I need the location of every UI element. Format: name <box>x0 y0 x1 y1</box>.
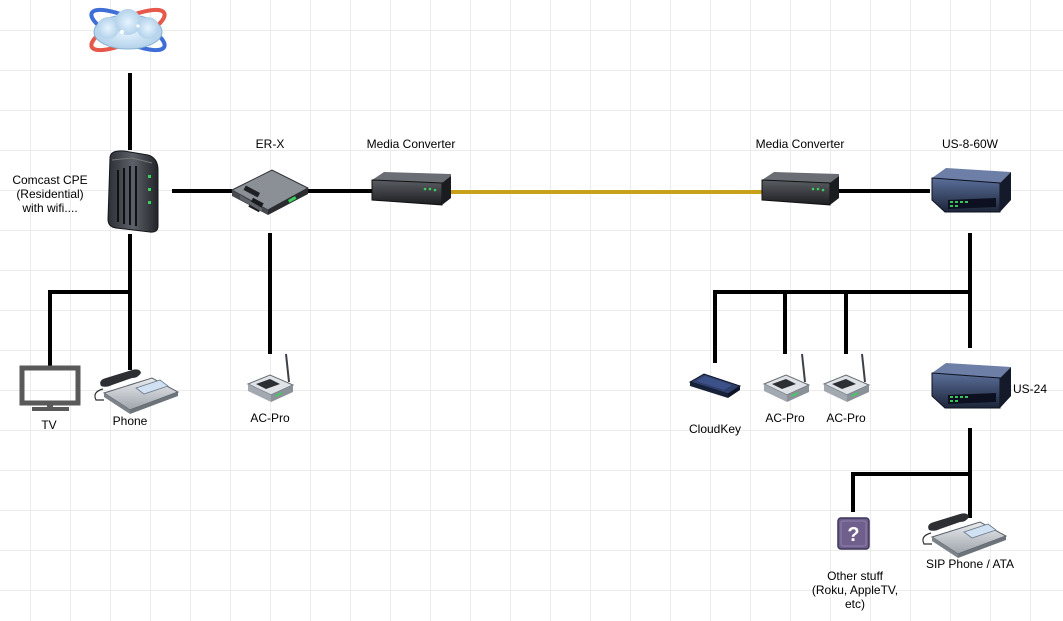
label-us-8-60w: US-8-60W <box>941 137 999 151</box>
phone-icon <box>94 369 180 414</box>
label-media-converter-left: Media Converter <box>366 137 456 151</box>
switch-icon <box>931 168 1011 213</box>
label-ac-pro-right: AC-Pro <box>826 411 866 425</box>
label-comcast-cpe-line2: (Residential) <box>16 187 84 201</box>
label-other-stuff-line1: Other stuff <box>827 569 883 583</box>
links <box>48 73 972 518</box>
cloudkey-icon <box>688 373 742 398</box>
tv-icon <box>19 365 81 411</box>
access-point-icon <box>246 353 295 402</box>
label-comcast-cpe-line3: with wifi.... <box>22 201 78 215</box>
phone-icon <box>922 513 1008 558</box>
label-other-stuff: Other stuff (Roku, AppleTV, etc) <box>800 569 910 611</box>
label-tv: TV <box>41 418 57 432</box>
access-point-icon <box>822 353 871 402</box>
label-er-x: ER-X <box>255 137 285 151</box>
label-other-stuff-line2: (Roku, AppleTV, <box>811 583 899 597</box>
label-phone: Phone <box>112 414 148 428</box>
question-mark: ? <box>847 524 859 546</box>
label-comcast-cpe-line1: Comcast CPE <box>12 173 88 187</box>
router-icon <box>230 169 310 215</box>
label-ac-pro-mid: AC-Pro <box>765 411 805 425</box>
access-point-icon <box>762 353 811 402</box>
question-icon: ? <box>837 517 870 550</box>
label-comcast-cpe: Comcast CPE (Residential) with wifi.... <box>0 173 105 215</box>
label-ac-pro-left: AC-Pro <box>250 411 290 425</box>
label-us-24: US-24 <box>1013 382 1048 396</box>
cloud-icon <box>89 7 167 53</box>
label-media-converter-right: Media Converter <box>755 137 845 151</box>
label-cloudkey: CloudKey <box>688 422 742 436</box>
media-converter-icon <box>371 172 451 206</box>
label-other-stuff-line3: etc) <box>844 597 865 611</box>
switch-icon <box>931 363 1011 409</box>
media-converter-icon <box>761 172 839 206</box>
modem-icon <box>107 150 159 233</box>
label-sip-phone: SIP Phone / ATA <box>925 557 1015 571</box>
